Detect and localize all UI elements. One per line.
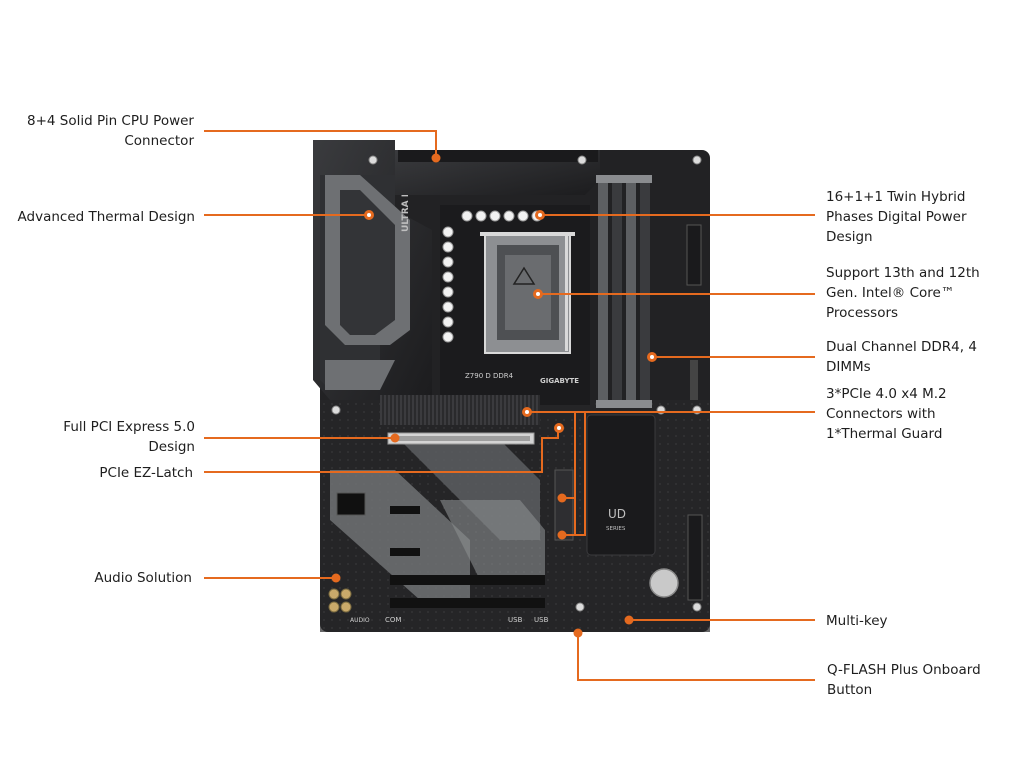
usb-header-label-1: USB [508,616,523,624]
audio-header-label: AUDIO [350,617,370,624]
cmos-battery [649,568,679,598]
callout-ddr4: Dual Channel DDR4, 4 DIMMs [826,339,977,375]
leader-dots [331,153,657,638]
vrm-chokes [442,210,543,343]
m2-heatsink-top [380,395,540,425]
chipset-heatsink: UD SERIES [586,414,656,556]
callout-thermal-design: Advanced Thermal Design [17,209,195,225]
callout-phases: 16+1+1 Twin Hybrid Phases Digital Power … [826,189,967,245]
series-label: SERIES [606,526,626,532]
io-shroud: ULTRA DURABLE [313,140,432,400]
callout-pcie5: Full PCI Express 5.0 Design [63,419,195,455]
callout-cpu-support: Support 13th and 12th Gen. Intel® Core™ … [826,265,980,321]
callout-ez-latch: PCIe EZ-Latch [99,465,193,481]
brand-label: GIGABYTE [540,377,579,385]
leader-dot-centers [367,213,654,430]
leader-lines [204,130,815,681]
ud-logo: UD [608,507,626,521]
callout-m2: 3*PCIe 4.0 x4 M.2 Connectors with 1*Ther… [826,386,947,442]
audio-capacitors [328,588,352,613]
usb-header-label-2: USB [534,616,549,624]
callout-audio: Audio Solution [94,570,192,586]
sata-ports [687,514,703,601]
mounting-holes [331,155,702,612]
callout-qflash: Q-FLASH Plus Onboard Button [827,662,981,698]
callout-cpu-power: 8+4 Solid Pin CPU Power Connector [27,113,194,149]
model-label: Z790 D DDR4 [465,372,514,380]
callout-multikey: Multi-key [826,613,888,629]
com-header-label: COM [385,616,401,624]
audio-codec [336,492,366,516]
atx-power-connector [686,224,702,286]
dimm-slots [596,175,652,408]
m2-slots [554,469,574,541]
